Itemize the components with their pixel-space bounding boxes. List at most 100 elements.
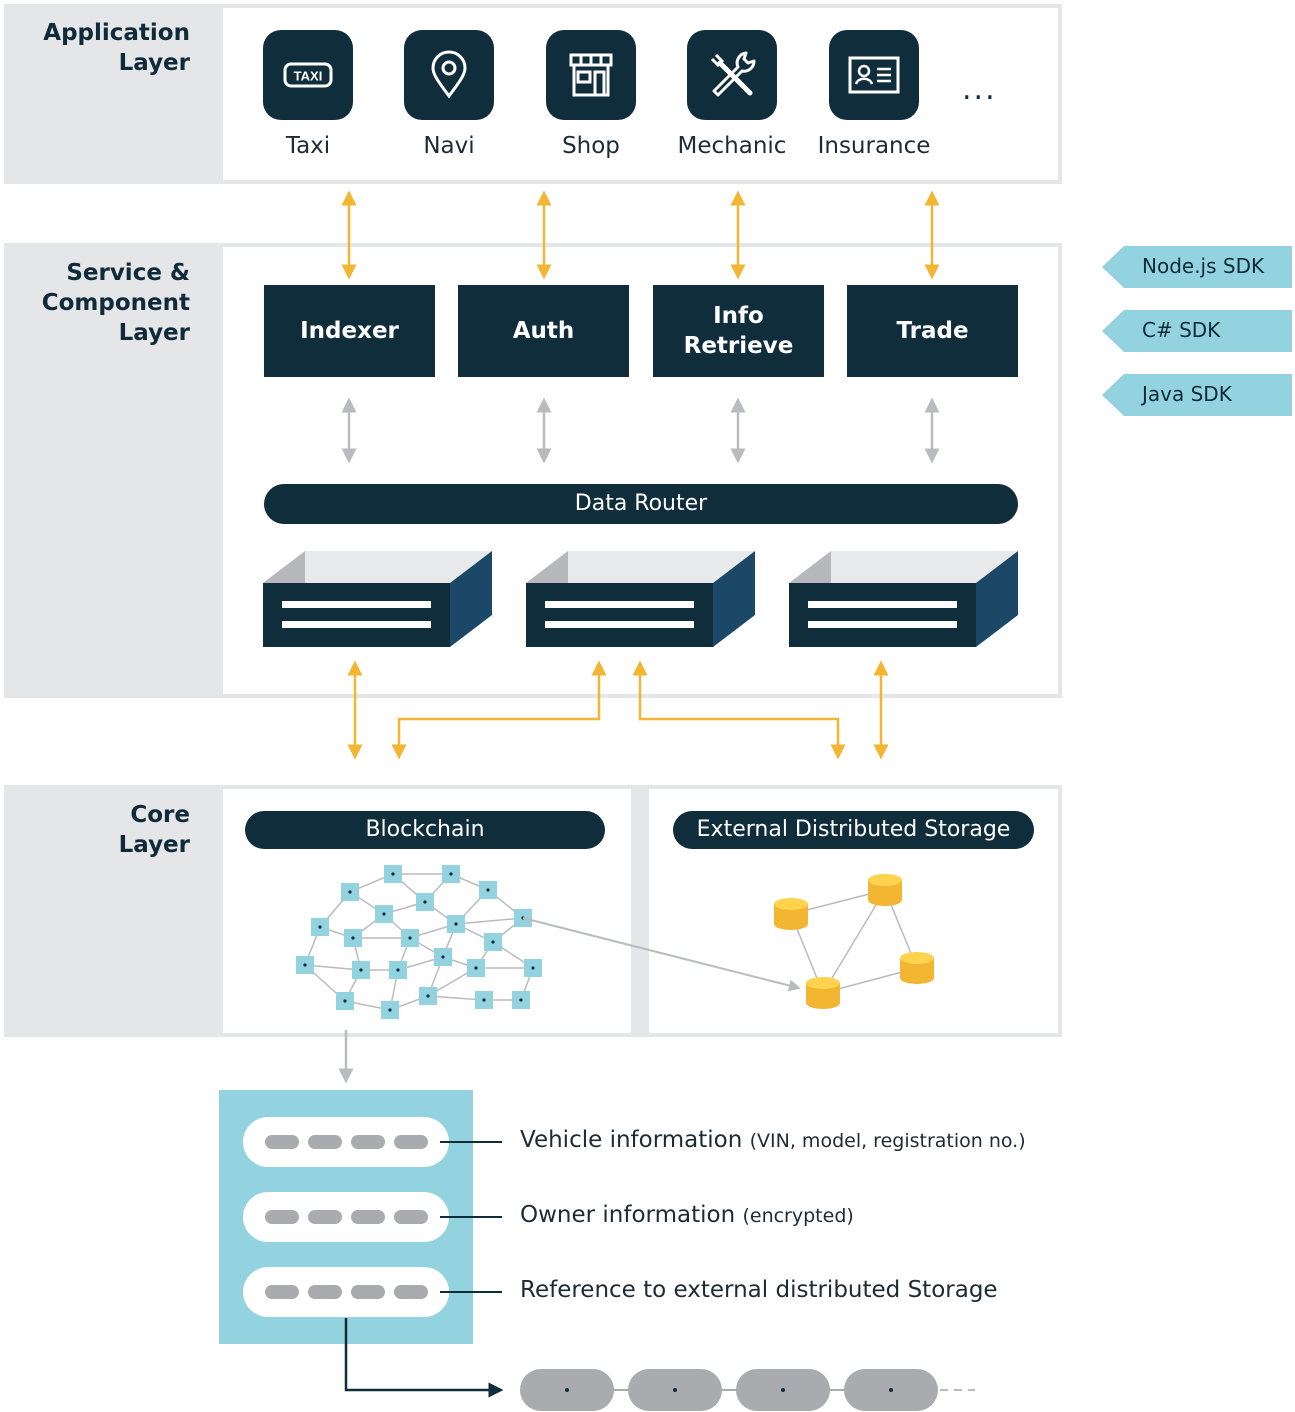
vehicle-info-label: Vehicle information (VIN, model, registr… xyxy=(520,1127,1026,1153)
network-node-dot xyxy=(454,922,458,926)
core-layer-label: Core Layer xyxy=(118,802,190,858)
network-node-dot xyxy=(423,900,427,904)
insurance-app-icon[interactable] xyxy=(829,30,919,120)
network-node xyxy=(344,929,362,947)
shop-app-icon[interactable] xyxy=(546,30,636,120)
java-sdk-tag[interactable]: Java SDK xyxy=(1102,374,1292,416)
block-row-segment xyxy=(265,1285,299,1299)
database-top xyxy=(806,977,840,989)
data-router-bar: Data Router xyxy=(264,484,1018,524)
network-node xyxy=(442,865,460,883)
block-row-segment xyxy=(351,1210,385,1224)
blockchain-pill: Blockchain xyxy=(245,811,605,849)
auth-service[interactable]: Auth xyxy=(458,285,629,377)
application-panel xyxy=(219,4,1062,184)
database-top xyxy=(868,874,902,886)
network-edge xyxy=(455,917,524,925)
id-card-icon xyxy=(848,56,900,94)
network-node xyxy=(484,933,502,951)
database-icon xyxy=(868,874,902,906)
block-row xyxy=(243,1192,502,1242)
block-row-segment xyxy=(308,1135,342,1149)
network-node xyxy=(389,961,407,979)
taxi-label: Taxi xyxy=(285,133,331,159)
block-row-segment xyxy=(351,1285,385,1299)
block-chain-row xyxy=(520,1369,938,1411)
network-node-dot xyxy=(426,994,430,998)
block-rows xyxy=(243,1117,502,1317)
taxi-app-icon[interactable]: TAXI xyxy=(263,30,353,120)
taxi-icon: TAXI xyxy=(283,62,333,88)
service-layer-label: Service & Component Layer xyxy=(41,260,190,346)
network-edge xyxy=(304,964,362,971)
mechanic-app-icon[interactable] xyxy=(687,30,777,120)
database-icon xyxy=(774,898,808,930)
network-node-dot xyxy=(449,872,453,876)
database-body xyxy=(900,958,934,984)
block-row-segment xyxy=(394,1210,428,1224)
network-node-dot xyxy=(382,912,386,916)
network-node-dot xyxy=(474,966,478,970)
block-row-segment xyxy=(394,1285,428,1299)
database-top xyxy=(900,952,934,964)
storage-graph-nodes xyxy=(774,874,934,1009)
block-row-pill xyxy=(243,1267,449,1317)
csharp-sdk-tag[interactable]: C# SDK xyxy=(1102,310,1292,352)
network-node-dot xyxy=(486,888,490,892)
block-row-segment xyxy=(265,1210,299,1224)
network-node xyxy=(467,959,485,977)
taxi-badge-text: TAXI xyxy=(294,69,323,84)
database-body xyxy=(806,983,840,1009)
tools-icon xyxy=(710,51,756,97)
blockchain-to-storage-link xyxy=(522,917,801,992)
storage-graph-edges xyxy=(790,889,918,994)
block-row xyxy=(243,1267,502,1317)
network-node xyxy=(447,915,465,933)
chain-block xyxy=(844,1369,938,1411)
block-row-segment xyxy=(351,1135,385,1149)
reference-main: Reference to external distributed Storag… xyxy=(520,1277,998,1303)
reference-arrow xyxy=(344,1318,504,1398)
trade-service[interactable]: Trade xyxy=(847,285,1018,377)
network-node-dot xyxy=(359,968,363,972)
external-storage-pill: External Distributed Storage xyxy=(673,811,1034,849)
network-node xyxy=(381,1001,399,1019)
navi-app-icon[interactable] xyxy=(404,30,494,120)
storage-box-3 xyxy=(789,551,1018,647)
network-node xyxy=(434,948,452,966)
chain-block xyxy=(628,1369,722,1411)
chain-block-dot xyxy=(673,1388,677,1392)
owner-info-main: Owner information xyxy=(520,1202,736,1228)
block-row xyxy=(243,1117,502,1167)
owner-info-note: (encrypted) xyxy=(742,1205,854,1227)
network-node xyxy=(296,956,314,974)
network-node-dot xyxy=(482,998,486,1002)
network-node-dot xyxy=(351,936,355,940)
database-icon xyxy=(806,977,840,1009)
chain-block-dot xyxy=(565,1388,569,1392)
network-node xyxy=(352,961,370,979)
block-row-segment xyxy=(394,1135,428,1149)
block-row-segment xyxy=(308,1210,342,1224)
insurance-label: Insurance xyxy=(817,133,931,159)
database-top xyxy=(774,898,808,910)
info-retrieve-service[interactable]: Info Retrieve xyxy=(653,285,824,377)
vehicle-info-main: Vehicle information xyxy=(520,1127,743,1153)
block-row-pill xyxy=(243,1117,449,1167)
network-node xyxy=(336,992,354,1010)
blockchain-network-nodes xyxy=(296,865,542,1019)
navi-label: Navi xyxy=(423,133,475,159)
network-node xyxy=(524,959,542,977)
nodejs-sdk-label: Node.js SDK xyxy=(1142,254,1265,278)
chain-block xyxy=(736,1369,830,1411)
block-row-pill xyxy=(243,1192,449,1242)
network-node-dot xyxy=(491,940,495,944)
network-node-dot xyxy=(531,966,535,970)
indexer-service[interactable]: Indexer xyxy=(264,285,435,377)
network-node xyxy=(384,865,402,883)
nodejs-sdk-tag[interactable]: Node.js SDK xyxy=(1102,246,1292,288)
network-node-dot xyxy=(391,872,395,876)
shop-label: Shop xyxy=(562,133,620,159)
app-service-arrows xyxy=(341,190,940,280)
